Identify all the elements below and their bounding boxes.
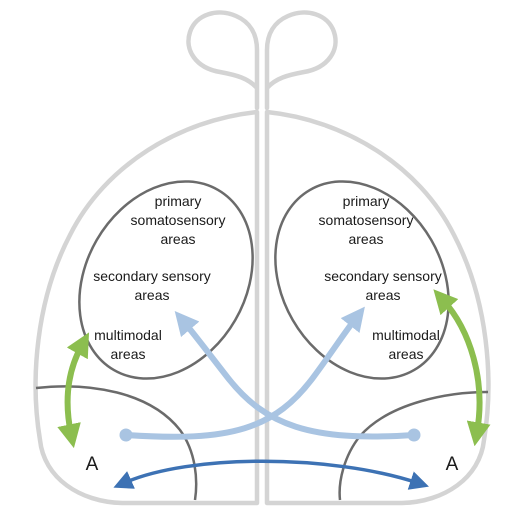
left-primary-label-line3: areas [160, 231, 195, 247]
arrow-right-a-to-secondary [433, 289, 491, 447]
left-hemisphere-outline [33, 109, 260, 506]
left-secondary-label-line1: secondary sensory [93, 268, 211, 284]
olfactory-bulb-left [186, 10, 260, 111]
arrow-left-a-to-right-secondary [123, 306, 365, 440]
left-posterior-region-boundary [35, 385, 198, 501]
left-multimodal-label-line2: areas [110, 346, 145, 362]
right-hemisphere-outline [264, 109, 491, 506]
left-multimodal-label-line1: multimodal [94, 327, 162, 343]
right-posterior-region-boundary [338, 390, 489, 501]
right-primary-label-line1: primary [343, 193, 390, 209]
left-primary-label-line2: somatosensory [131, 212, 226, 228]
left-cortical-areas-region [78, 180, 254, 380]
arrow-right-a-to-left-secondary [174, 311, 417, 440]
right-primary-label-line2: somatosensory [319, 212, 414, 228]
right-area-a-label: A [446, 454, 459, 475]
right-secondary-label-line2: areas [365, 287, 400, 303]
arrow-between-a-areas [113, 459, 429, 490]
left-area-a-label: A [86, 454, 99, 475]
arrow-left-a-to-secondary [57, 332, 90, 449]
right-cortical-areas-region [274, 180, 450, 380]
olfactory-bulb-right [264, 10, 338, 111]
right-primary-label-line3: areas [348, 231, 383, 247]
left-secondary-label-line2: areas [134, 287, 169, 303]
right-secondary-label-line1: secondary sensory [324, 268, 442, 284]
right-multimodal-label-line2: areas [388, 346, 423, 362]
left-primary-label-line1: primary [155, 193, 202, 209]
right-multimodal-label-line1: multimodal [372, 327, 440, 343]
